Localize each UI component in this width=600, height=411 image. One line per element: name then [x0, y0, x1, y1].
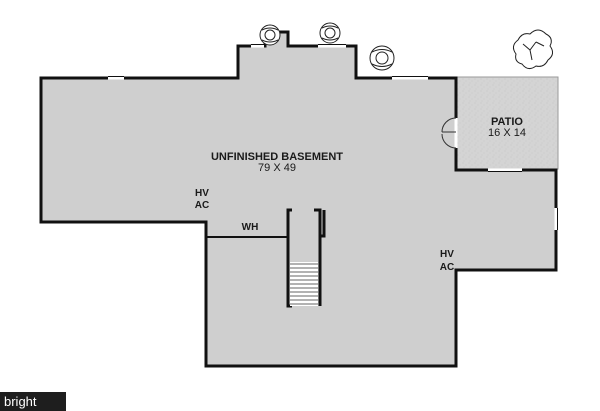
patio-door	[441, 117, 458, 149]
room-size-basement: 79 X 49	[258, 162, 296, 174]
stairs	[290, 262, 318, 306]
hvac-label-right-2: AC	[440, 262, 454, 273]
room-size-patio: 16 X 14	[488, 127, 526, 139]
patio-area	[455, 76, 559, 170]
hvac-label-left-2: AC	[195, 200, 209, 211]
water-heater-label: WH	[242, 222, 259, 233]
shrub-icon	[259, 24, 281, 46]
hvac-label-left: HV	[195, 188, 209, 199]
room-name-basement: UNFINISHED BASEMENT	[211, 151, 343, 163]
brand-watermark: bright	[0, 392, 66, 411]
windows	[108, 44, 558, 230]
basement-floor	[39, 30, 558, 368]
shrub-icon	[319, 22, 341, 44]
shrub-icon	[369, 45, 395, 71]
window-sills	[108, 44, 558, 230]
hvac-label-right: HV	[440, 249, 454, 260]
room-name-patio: PATIO	[491, 116, 523, 128]
tree-icon	[512, 29, 554, 70]
